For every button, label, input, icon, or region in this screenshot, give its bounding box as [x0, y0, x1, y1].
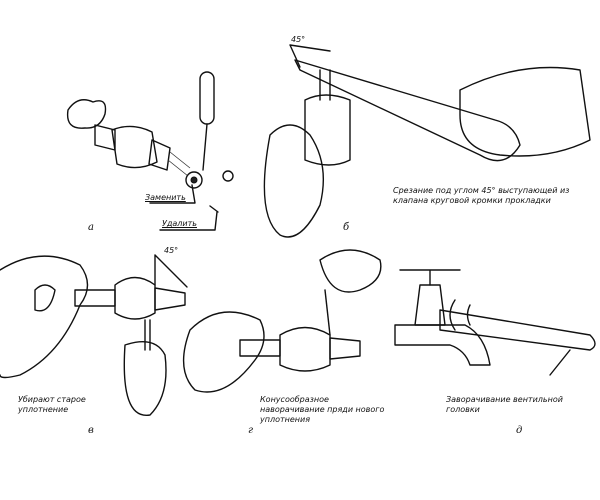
panel-letter-g: г — [248, 425, 254, 436]
caption-d: Заворачивание вентильной головки — [446, 395, 563, 414]
panel-letter-v: в — [88, 425, 94, 436]
panel-d-drawing — [394, 269, 596, 376]
panel-letter-a: а — [88, 222, 94, 233]
angle-label-b: 45° — [291, 35, 306, 44]
caption-v: Убирают старое уплотнение — [18, 395, 86, 414]
replace-label: Заменить — [145, 193, 186, 202]
angle-label-v: 45° — [164, 246, 179, 255]
panel-b-drawing — [263, 44, 591, 238]
caption-b: Срезание под углом 45° выступающей из кл… — [393, 186, 570, 205]
panel-g-drawing — [182, 249, 382, 393]
panel-letter-d: д — [516, 425, 523, 436]
panel-a-drawing — [66, 71, 234, 231]
panel-v-drawing — [0, 254, 188, 416]
panel-letter-b: б — [343, 222, 350, 233]
remove-label: Удалить — [162, 219, 197, 228]
caption-g: Конусообразное наворачивание пряди новог… — [260, 395, 385, 424]
